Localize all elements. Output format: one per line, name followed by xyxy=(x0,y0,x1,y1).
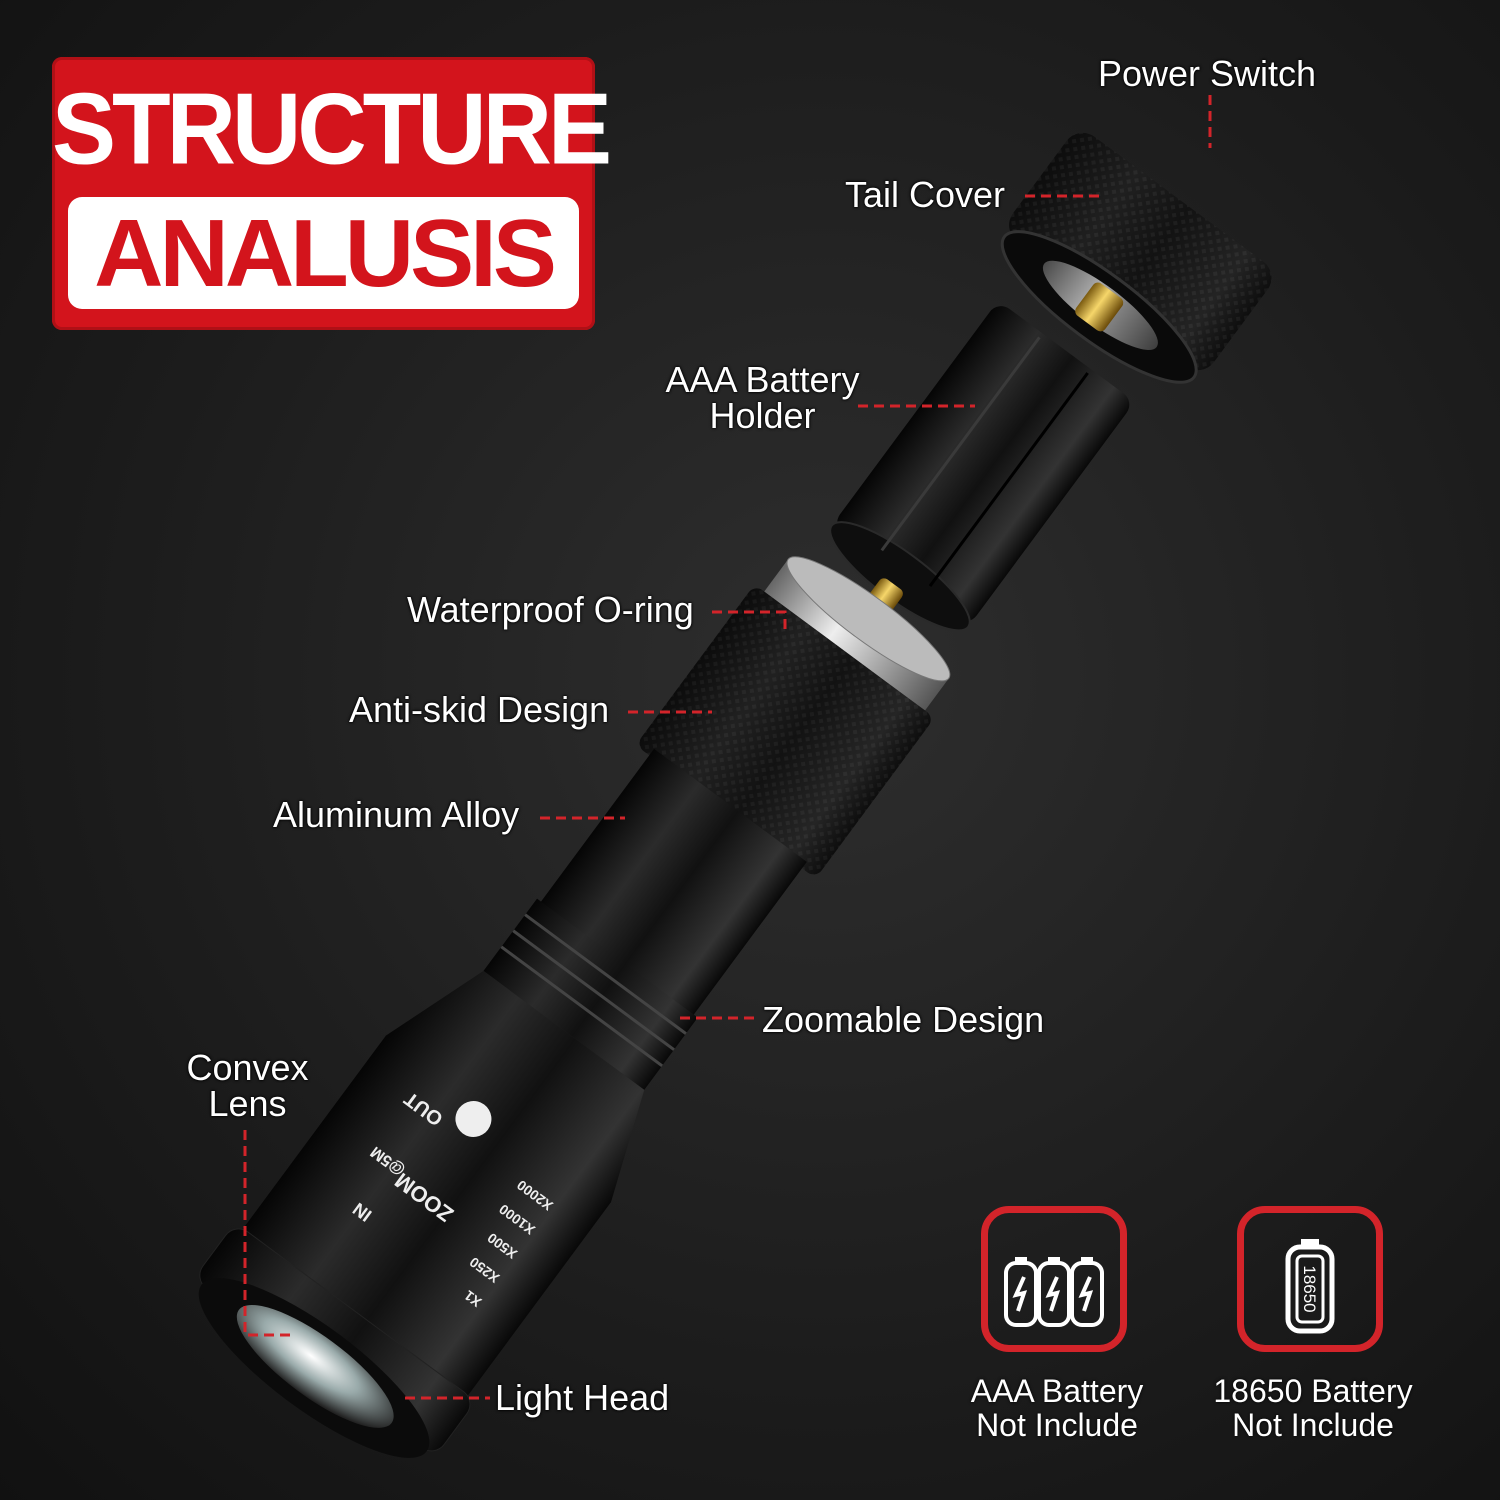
aaa-battery-caption: AAA Battery Not Include xyxy=(927,1374,1187,1442)
label-tail-cover: Tail Cover xyxy=(845,174,1006,215)
aaa-battery-badge xyxy=(981,1206,1127,1352)
aaa-caption-line-1: AAA Battery xyxy=(970,1373,1144,1409)
label-antiskid: Anti-skid Design xyxy=(349,689,610,730)
label-lens-line-1: Convex xyxy=(186,1047,309,1088)
title-line-1: STRUCTURE xyxy=(52,73,612,186)
label-aluminum-alloy: Aluminum Alloy xyxy=(273,794,520,835)
18650-icon-text: 18650 xyxy=(1300,1265,1319,1312)
label-zoomable: Zoomable Design xyxy=(762,999,1045,1040)
label-battery-holder: AAA Battery Holder xyxy=(660,362,865,434)
ribs xyxy=(483,898,698,1090)
title-banner: STRUCTURE ANALUSIS xyxy=(52,57,612,330)
title-line-2-box: ANALUSIS xyxy=(68,197,579,309)
18650-battery-icon: 18650 xyxy=(1285,1239,1335,1334)
three-aaa-battery-icon xyxy=(1004,1257,1104,1327)
label-power-switch: Power Switch xyxy=(1098,53,1317,94)
aaa-caption-line-2: Not Include xyxy=(976,1407,1138,1443)
out-dot xyxy=(455,1101,492,1138)
label-battery-holder-line-1: AAA Battery xyxy=(665,359,860,400)
leader-lines xyxy=(243,95,1212,1400)
18650-caption-line-2: Not Include xyxy=(1232,1407,1394,1443)
convex-lens xyxy=(236,1304,394,1428)
18650-battery-caption: 18650 Battery Not Include xyxy=(1183,1374,1443,1442)
label-lens-line-2: Lens xyxy=(208,1083,287,1124)
18650-battery-badge: 18650 xyxy=(1237,1206,1383,1352)
label-convex-lens: Convex Lens xyxy=(180,1050,315,1122)
tail-cover xyxy=(1000,132,1272,384)
title-line-2: ANALUSIS xyxy=(94,200,557,307)
label-oring: Waterproof O-ring xyxy=(407,589,694,630)
label-light-head: Light Head xyxy=(495,1377,670,1418)
18650-caption-line-1: 18650 Battery xyxy=(1213,1373,1413,1409)
label-battery-holder-line-2: Holder xyxy=(709,395,816,436)
